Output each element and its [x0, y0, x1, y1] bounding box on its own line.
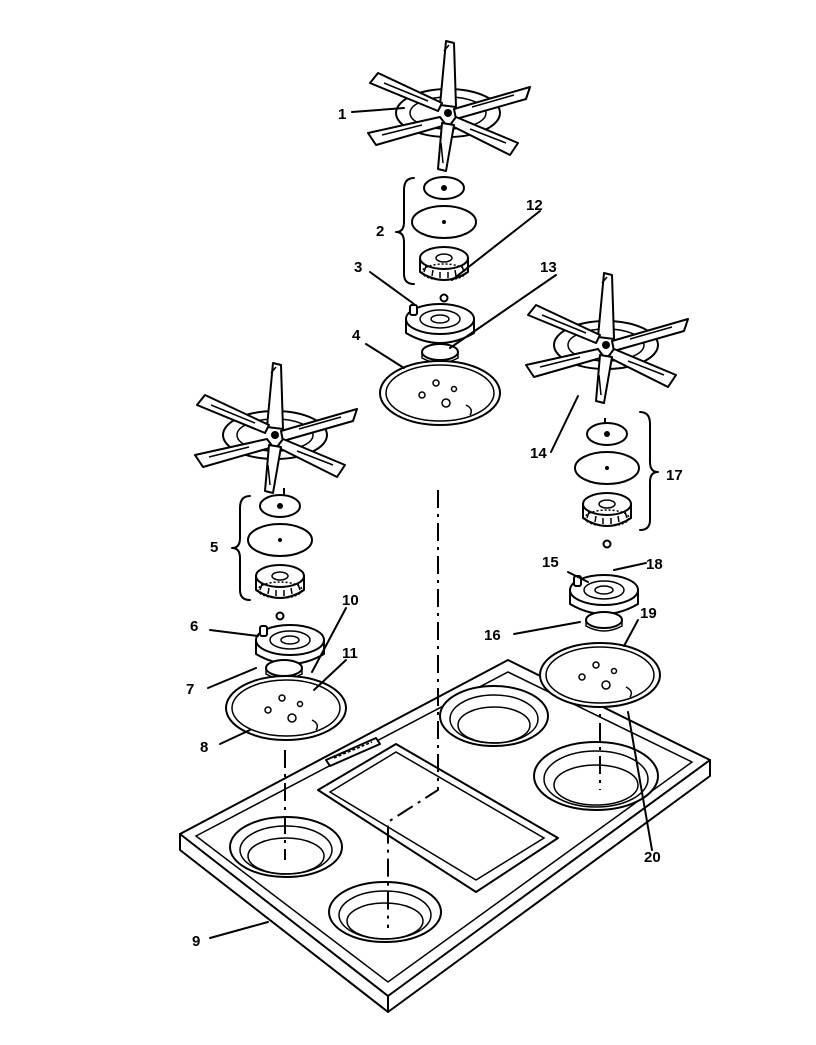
grate-top [367, 40, 531, 172]
callout-7: 7 [186, 681, 194, 698]
callout-labels: 1 2 12 3 13 4 14 17 5 15 18 10 19 6 16 1… [186, 106, 683, 950]
callout-16: 16 [484, 627, 501, 644]
grate-left [194, 362, 358, 494]
burner-base-left [255, 624, 325, 665]
callout-1: 1 [338, 106, 346, 123]
burner-stack-top [411, 176, 477, 303]
burner-base-right [569, 574, 639, 615]
callout-8: 8 [200, 739, 208, 756]
callout-4: 4 [352, 327, 361, 344]
drip-bowl-left [225, 675, 347, 741]
callout-15: 15 [542, 554, 559, 571]
burner-stack-left [247, 494, 313, 621]
callout-5: 5 [210, 539, 218, 556]
callout-9: 9 [192, 933, 200, 950]
burner-base-top [405, 303, 475, 344]
callout-10: 10 [342, 592, 359, 609]
brace-2 [395, 177, 415, 285]
callout-3: 3 [354, 259, 362, 276]
throat-right [585, 611, 623, 632]
cooktop-body [179, 659, 711, 1013]
callout-20: 20 [644, 849, 661, 866]
drip-bowl-right [539, 642, 661, 708]
callout-12: 12 [526, 197, 543, 214]
callout-2: 2 [376, 223, 384, 240]
callout-17: 17 [666, 467, 683, 484]
leader-lines [207, 107, 653, 939]
callout-18: 18 [646, 556, 663, 573]
callout-13: 13 [540, 259, 557, 276]
burner-stack-right [574, 422, 640, 549]
callout-19: 19 [640, 605, 657, 622]
brace-17 [639, 411, 659, 531]
callout-11: 11 [342, 645, 358, 662]
callout-6: 6 [190, 618, 198, 635]
drip-bowl-top [379, 360, 501, 426]
callout-14: 14 [530, 445, 547, 462]
brace-5 [231, 495, 251, 601]
grate-right [525, 272, 689, 404]
